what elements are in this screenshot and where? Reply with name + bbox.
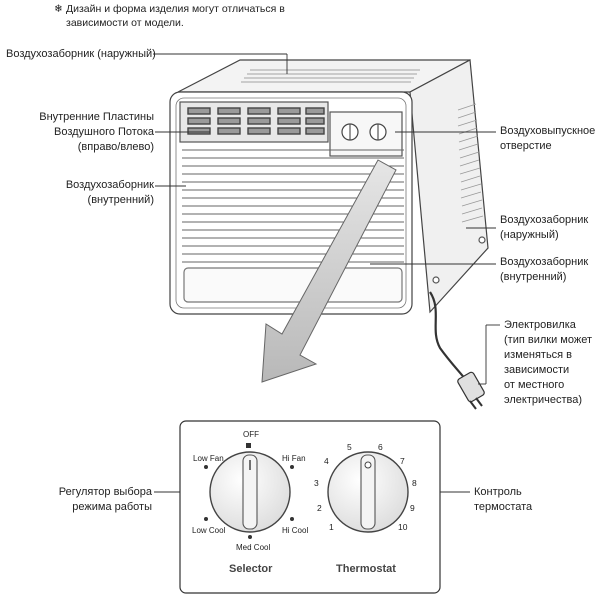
top-intake-grille [241,69,420,83]
callout-outer-intake-top: Воздухозаборник (наружный) [6,48,156,60]
thermostat-scale-10: 10 [398,522,408,532]
selector-title: Selector [229,563,273,575]
plug-icon [457,371,485,410]
callout-outlet: Воздуховыпускное отверстие [500,125,596,152]
air-louvers [187,107,325,135]
side-intake-grille [457,103,484,223]
note-line-2: зависимости от модели. [66,17,184,29]
callout-plug: Электровилка (тип вилки может изменяться… [504,319,592,406]
selector-low-fan-label: Low Fan [193,454,224,463]
thermostat-scale-7: 7 [400,456,405,466]
model-disclaimer-note: ❄Дизайн и форма изделия могут отличаться… [54,2,285,30]
thermostat-scale-8: 8 [412,478,417,488]
power-cord [429,291,467,381]
selector-med-cool-label: Med Cool [236,543,271,552]
note-line-1: Дизайн и форма изделия могут отличаться … [66,3,285,15]
callout-thermostat-control: Контроль термостата [474,486,533,513]
air-conditioner-unit [169,59,489,315]
callout-outer-intake-right: Воздухозаборник (наружный) [500,214,589,241]
selector-position-marks [204,443,294,539]
thermostat-scale-3: 3 [314,478,319,488]
thermostat-scale-2: 2 [317,503,322,513]
thermostat-scale-6: 6 [378,442,383,452]
thermostat-scale-1: 1 [329,522,334,532]
thermostat-scale-5: 5 [347,442,352,452]
front-control-panel [329,111,403,157]
thermostat-knob[interactable] [327,451,409,533]
callout-louvers: Внутренние Пластины Воздушного Потока (в… [39,111,154,153]
lower-intake [183,267,403,303]
callout-mode-selector: Регулятор выбора режима работы [58,486,152,513]
thermostat-scale-4: 4 [324,456,329,466]
thermostat-scale-9: 9 [410,503,415,513]
callout-inner-intake-left: Воздухозаборник (внутренний) [65,179,154,206]
selector-hi-fan-label: Hi Fan [282,454,306,463]
zoom-arrow [261,159,397,383]
callout-inner-intake-right: Воздухозаборник (внутренний) [500,256,589,283]
snowflake-icon: ❄ [54,3,63,15]
cabinet-side [409,59,489,314]
selector-off-label: OFF [243,430,259,439]
selector-knob[interactable] [209,451,291,533]
selector-low-cool-label: Low Cool [192,526,226,535]
thermostat-title: Thermostat [336,563,396,575]
selector-hi-cool-label: Hi Cool [282,526,309,535]
